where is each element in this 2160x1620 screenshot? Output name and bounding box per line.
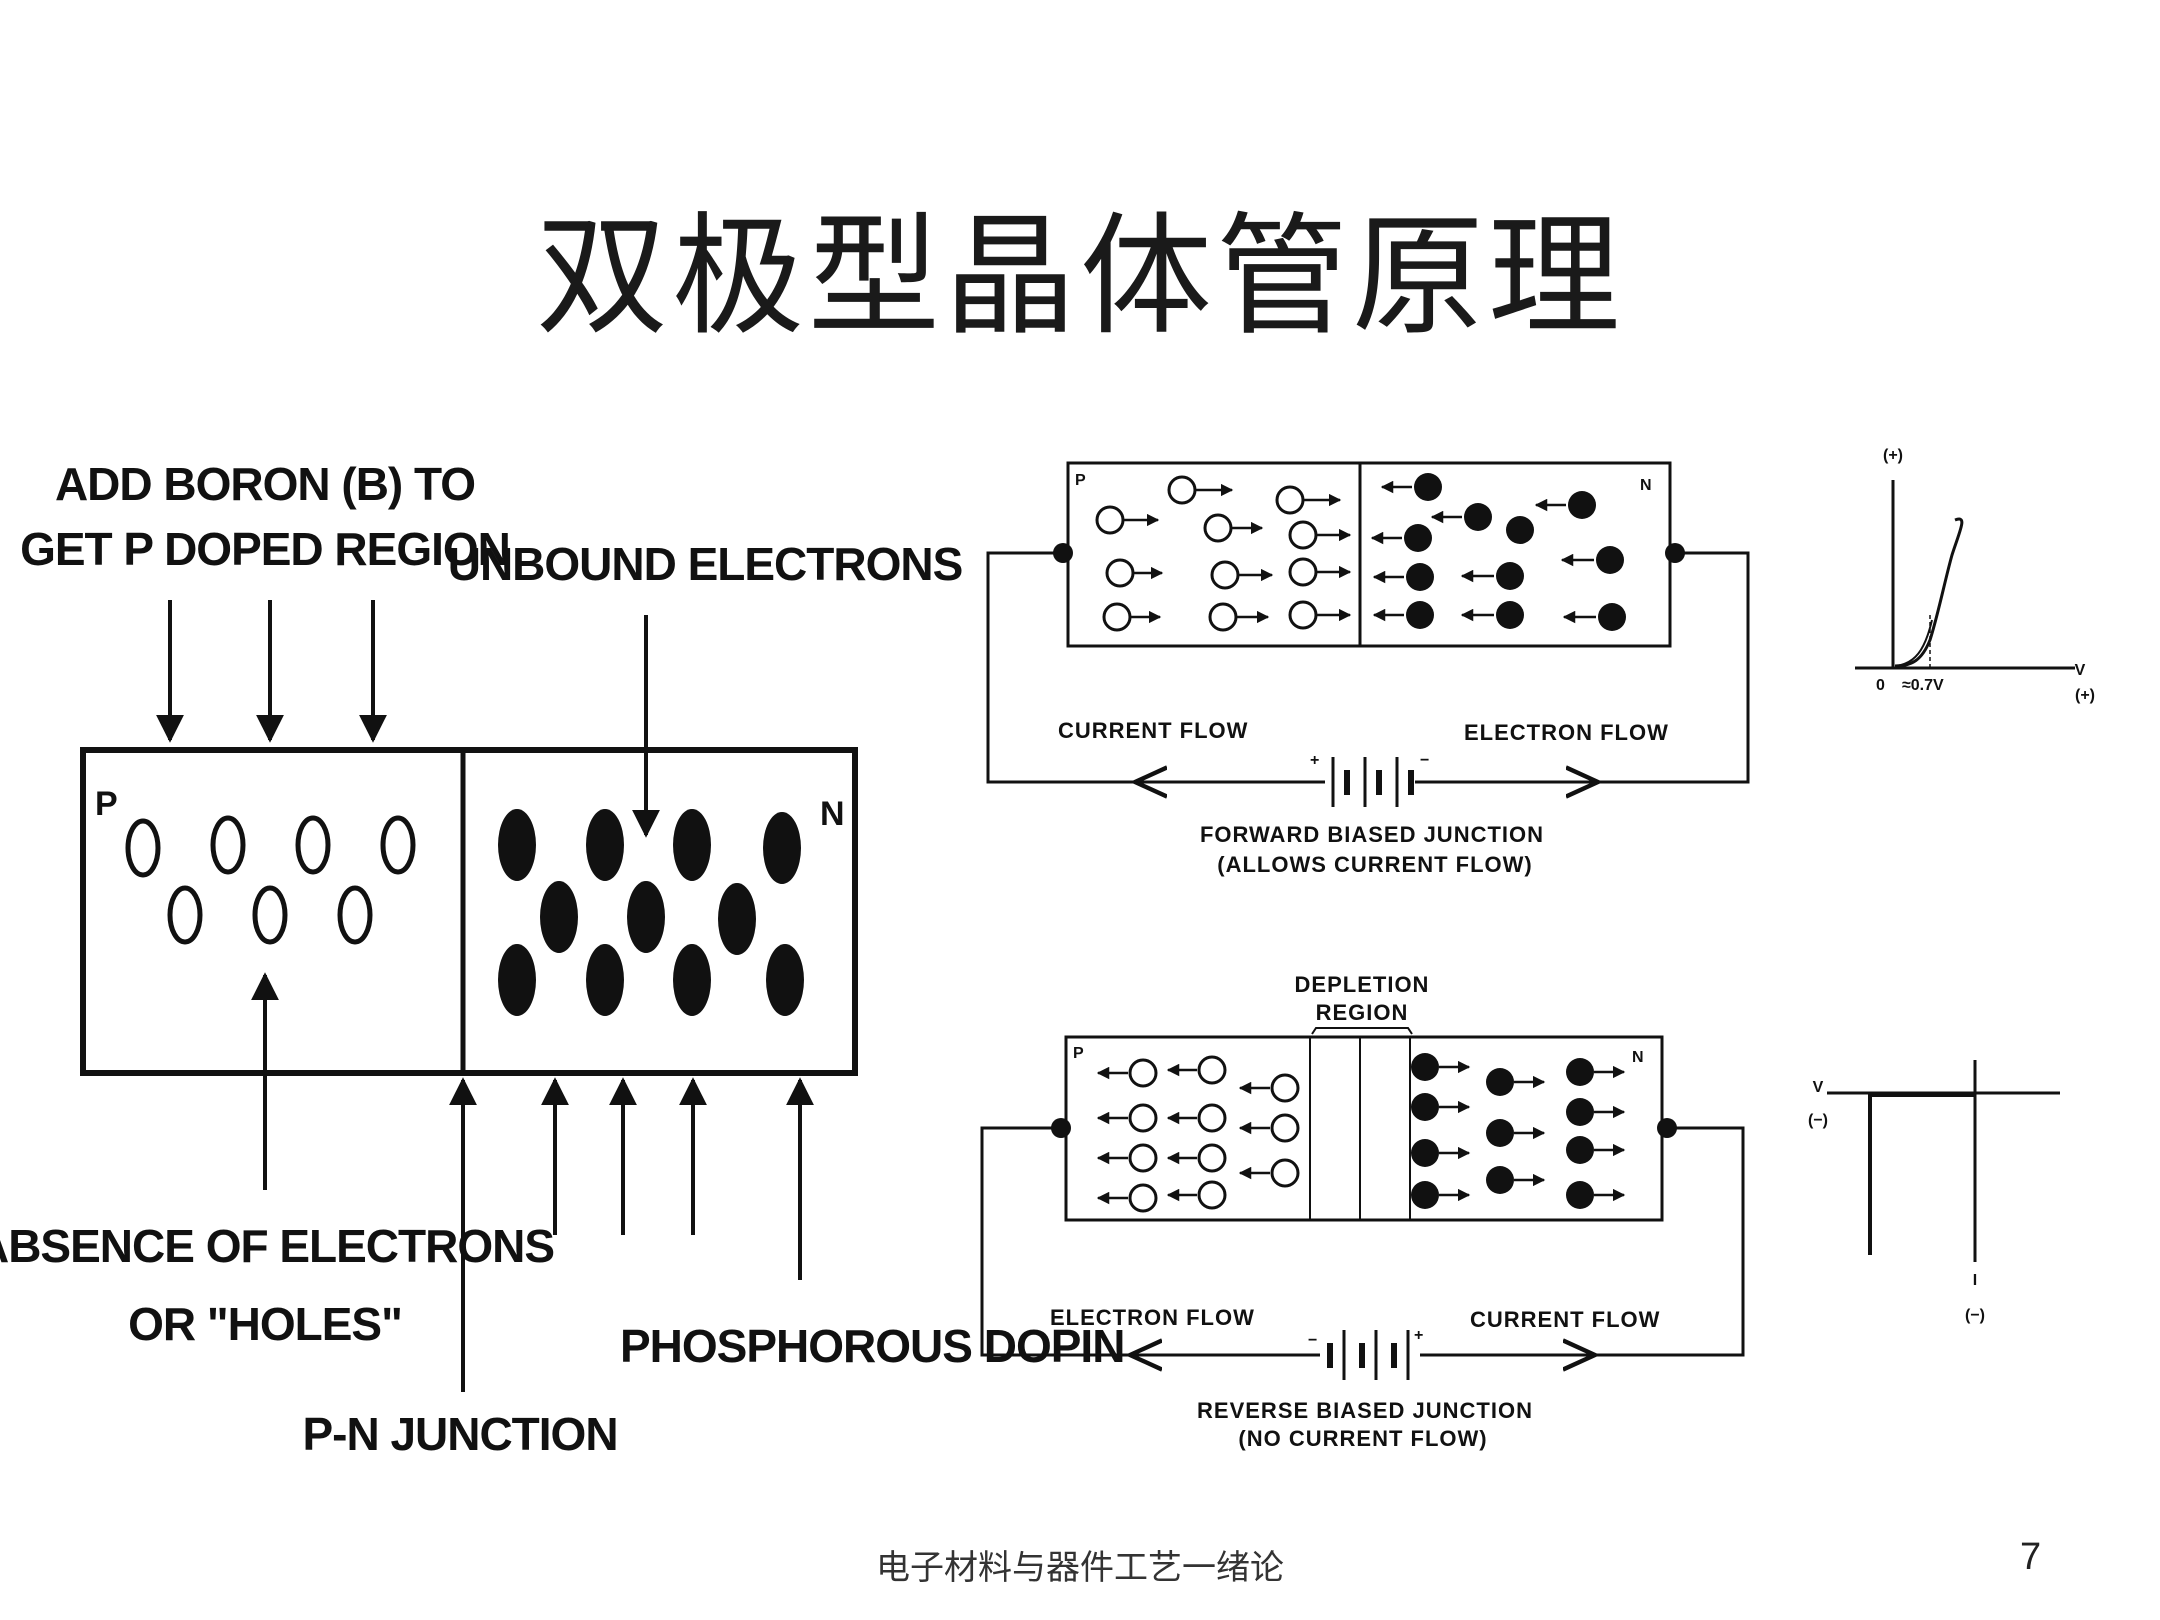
slide-footer: 电子材料与器件工艺一绪论 — [876, 1548, 1284, 1588]
reverse-electron-arrows — [1439, 1060, 1626, 1202]
electron — [718, 883, 756, 955]
electron — [673, 944, 711, 1016]
forward-holes — [1095, 475, 1318, 632]
forward-caption-line2: (ALLOWS CURRENT FLOW) — [1217, 852, 1533, 877]
hole — [125, 818, 161, 878]
forward-biased-diagram: P N — [986, 461, 1750, 877]
forward-graph-threshold: ≈0.7V — [1902, 677, 1944, 694]
hole — [167, 885, 203, 945]
reverse-graph-v-minus: (−) — [1808, 1112, 1828, 1129]
forward-electron-arrows — [1370, 480, 1596, 624]
reverse-battery — [1327, 1330, 1410, 1380]
hole — [210, 815, 246, 875]
reverse-hole-arrows — [1096, 1063, 1270, 1205]
holes-group — [125, 815, 416, 945]
reverse-caption-line1: REVERSE BIASED JUNCTION — [1197, 1398, 1533, 1423]
hole — [337, 885, 373, 945]
forward-electron-flow-label: ELECTRON FLOW — [1464, 720, 1669, 745]
forward-battery-minus: − — [1420, 752, 1429, 769]
forward-electrons — [1404, 473, 1626, 631]
phosphorous-label: PHOSPHOROUS DOPIN — [620, 1320, 1124, 1372]
hole — [252, 885, 288, 945]
unbound-electrons-label: UNBOUND ELECTRONS — [448, 538, 963, 590]
holes-label-line1: ABSENCE OF ELECTRONS — [0, 1220, 554, 1272]
reverse-graph-i-minus: (−) — [1965, 1307, 1985, 1324]
forward-battery-plus: + — [1310, 752, 1319, 769]
page-number: 7 — [2020, 1536, 2042, 1578]
forward-graph-x-plus: (+) — [2075, 687, 2095, 704]
reverse-iv-curve — [1868, 1093, 1975, 1255]
forward-iv-graph: (+) I V (+) 0 ≈0.7V — [1855, 447, 2095, 704]
hole — [380, 815, 416, 875]
reverse-battery-plus: + — [1414, 1327, 1423, 1344]
forward-circuit-wire — [986, 551, 1325, 784]
depletion-label-line1: DEPLETION — [1295, 972, 1430, 997]
electron — [673, 809, 711, 881]
electron — [763, 812, 801, 884]
reverse-p-label: P — [1073, 1045, 1084, 1062]
forward-battery — [1331, 757, 1414, 807]
forward-graph-i-label: I — [1891, 479, 1895, 496]
forward-current-flow-label: CURRENT FLOW — [1058, 718, 1248, 743]
forward-graph-origin: 0 — [1876, 677, 1885, 694]
forward-p-label: P — [1075, 472, 1086, 489]
p-region-label: P — [95, 785, 118, 823]
reverse-current-flow-label: CURRENT FLOW — [1470, 1307, 1660, 1332]
pn-junction-label: P-N JUNCTION — [302, 1408, 617, 1460]
reverse-electrons — [1411, 1053, 1594, 1209]
forward-hole-arrows — [1124, 483, 1352, 624]
reverse-electron-flow-label: ELECTRON FLOW — [1050, 1305, 1255, 1330]
forward-iv-curve — [1894, 517, 1964, 668]
reverse-graph-v-label: V — [1813, 1079, 1824, 1096]
electron — [498, 809, 536, 881]
reverse-biased-diagram: DEPLETION REGION P N — [980, 972, 1745, 1451]
pn-block — [80, 747, 858, 1076]
reverse-graph-i-label: I — [1973, 1272, 1977, 1289]
forward-graph-y-label: (+) — [1883, 447, 1903, 464]
electron — [586, 809, 624, 881]
electrons-group — [498, 809, 804, 1016]
forward-block — [1066, 461, 1672, 648]
boron-label-line2: GET P DOPED REGION — [20, 523, 510, 575]
reverse-battery-minus: − — [1308, 1332, 1317, 1349]
forward-graph-v-label: V — [2075, 662, 2086, 679]
reverse-holes — [1128, 1055, 1300, 1213]
electron — [766, 944, 804, 1016]
reverse-caption-line2: (NO CURRENT FLOW) — [1238, 1426, 1487, 1451]
forward-caption-line1: FORWARD BIASED JUNCTION — [1200, 822, 1544, 847]
holes-label-line2: OR "HOLES" — [128, 1298, 402, 1350]
n-region-label: N — [820, 795, 845, 833]
slide-title: 双极型晶体管原理 — [536, 200, 1624, 354]
electron — [498, 944, 536, 1016]
electron — [586, 944, 624, 1016]
electron — [540, 881, 578, 953]
forward-n-label: N — [1640, 477, 1652, 494]
depletion-label-line2: REGION — [1316, 1000, 1409, 1025]
hole — [295, 815, 331, 875]
boron-label-line1: ADD BORON (B) TO — [55, 458, 475, 510]
reverse-iv-graph: V (−) I (−) — [1808, 1060, 2060, 1324]
left-pn-diagram: P N ADD BORON (B) TO GET — [0, 458, 1125, 1460]
electron — [627, 881, 665, 953]
reverse-n-label: N — [1632, 1049, 1644, 1066]
doping-arrows — [156, 600, 814, 1392]
